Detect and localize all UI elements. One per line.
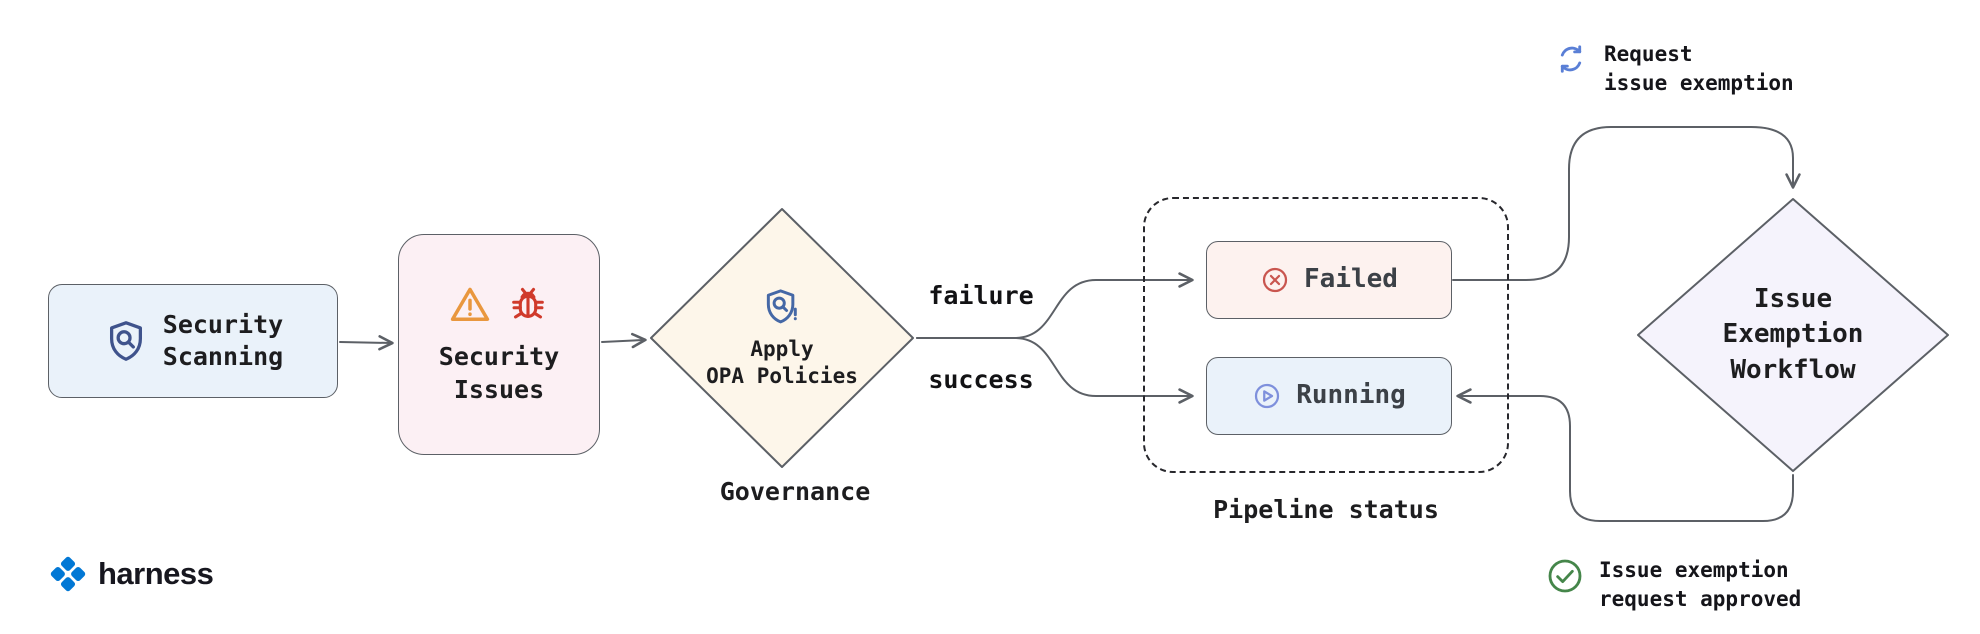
node-apply-opa-policies: Apply OPA Policies [648, 206, 916, 470]
exemption-diamond-shape [1637, 198, 1949, 472]
running-label: Running [1296, 380, 1406, 411]
x-circle-icon [1262, 267, 1288, 293]
check-circle-icon [1548, 559, 1582, 593]
node-security-scanning: Security Scanning [48, 284, 338, 398]
apply-opa-label: Apply OPA Policies [706, 336, 858, 388]
security-issues-label: Security Issues [438, 342, 560, 404]
edge-issues-to-opa [601, 332, 647, 349]
warning-triangle-icon [450, 287, 490, 322]
node-issue-exemption-workflow: Issue Exemption Workflow [1635, 196, 1951, 474]
edge-label-failure: failure [928, 281, 1034, 310]
harness-logo-icon [50, 556, 86, 592]
node-security-issues: Security Issues [398, 234, 600, 455]
sync-arrows-icon [1560, 45, 1582, 73]
shield-alert-icon [766, 289, 797, 324]
security-scanning-label: Security Scanning [162, 309, 284, 372]
shield-search-icon [109, 321, 142, 361]
security-issues-icons [448, 283, 550, 327]
harness-logo: harness [48, 554, 214, 594]
node-failed: Failed [1206, 241, 1452, 319]
bug-icon [512, 287, 544, 319]
pipeline-status-group [1143, 197, 1509, 473]
governance-caption: Governance [719, 477, 871, 506]
request-exemption-note: Request issue exemption [1552, 40, 1794, 99]
harness-logo-text: harness [98, 556, 214, 591]
failed-label: Failed [1304, 264, 1398, 295]
pipeline-status-caption: Pipeline status [1213, 495, 1439, 524]
exemption-approved-text: Issue exemption request approved [1599, 558, 1802, 612]
play-circle-icon [1255, 383, 1280, 409]
node-running: Running [1206, 357, 1452, 435]
edge-scanning-to-issues [339, 335, 394, 351]
edge-label-success: success [928, 365, 1034, 394]
request-exemption-text: Request issue exemption [1604, 42, 1794, 96]
opa-diamond-shape [650, 208, 914, 468]
issue-exemption-label: Issue Exemption Workflow [1722, 284, 1864, 385]
exemption-approved-note: Issue exemption request approved [1545, 556, 1801, 615]
